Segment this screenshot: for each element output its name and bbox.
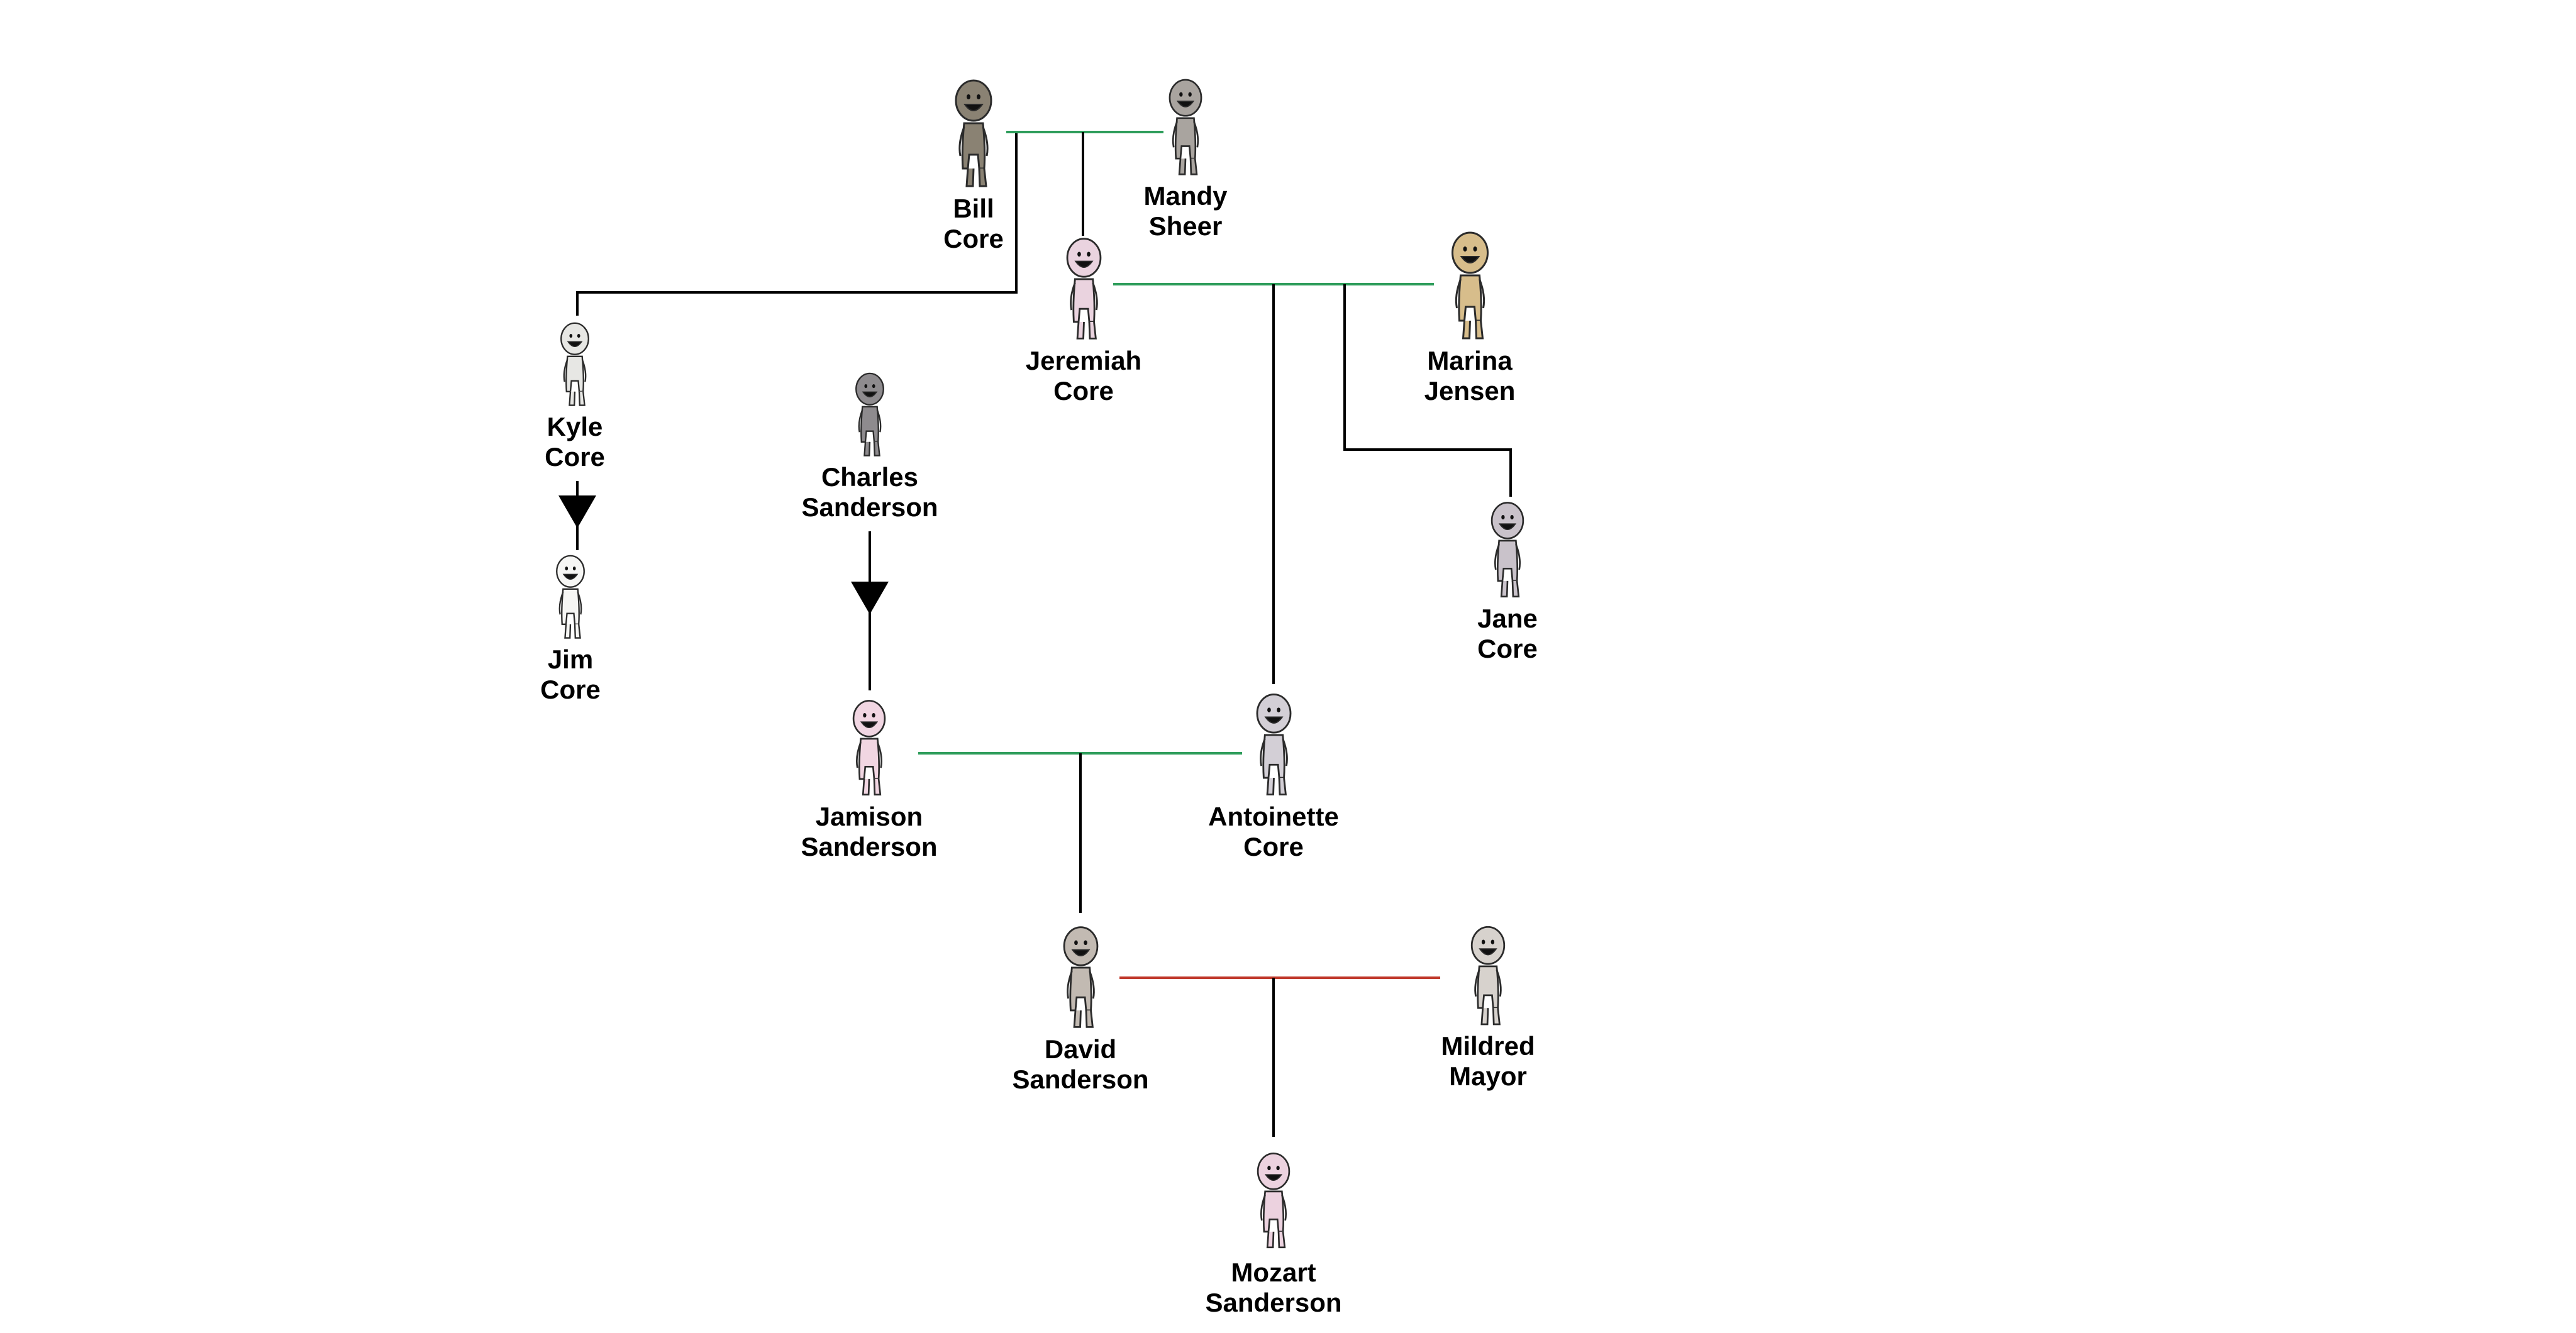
person-figure-icon (1066, 238, 1101, 340)
person-figure-icon (1169, 79, 1202, 175)
person-last-name: Core (545, 442, 605, 472)
person-last-name: Mayor (1449, 1061, 1527, 1091)
person-last-name: Sanderson (801, 832, 938, 861)
person-first-name: Mozart (1231, 1258, 1316, 1287)
person-name: Jeremiah Core (989, 346, 1178, 406)
person-figure-icon (852, 700, 886, 796)
person-name: David Sanderson (986, 1034, 1175, 1095)
person-figure-icon (1063, 926, 1098, 1028)
person-first-name: Marina (1427, 346, 1513, 375)
person-figure-icon (1470, 926, 1506, 1026)
person-mandy-sheer: Mandy Sheer (1091, 74, 1280, 241)
person-mildred-mayor: Mildred Mayor (1394, 921, 1582, 1092)
person-figure-icon (855, 372, 884, 456)
arrow-down-icon-kyle-jim (558, 495, 596, 528)
person-marina-jensen: Marina Jensen (1375, 226, 1564, 406)
person-first-name: Kyle (547, 412, 603, 441)
person-first-name: David (1044, 1034, 1117, 1064)
person-last-name: Jensen (1424, 376, 1516, 406)
person-name: Marina Jensen (1375, 346, 1564, 406)
person-figure-icon (560, 322, 589, 406)
person-first-name: Mandy (1143, 181, 1228, 211)
person-last-name: Core (540, 675, 601, 704)
person-first-name: Jim (547, 644, 594, 674)
person-last-name: Sanderson (1205, 1288, 1342, 1317)
person-first-name: Mildred (1441, 1031, 1535, 1061)
person-bill-core: Bill Core (879, 74, 1068, 254)
person-last-name: Core (1477, 634, 1538, 663)
person-first-name: Jamison (815, 802, 923, 831)
person-name: Mandy Sheer (1091, 181, 1280, 241)
person-name: Jamison Sanderson (775, 802, 963, 862)
lineage-line-jeremiah-marina-to-jane (1343, 284, 1512, 497)
person-jim-core: Jim Core (476, 550, 665, 705)
person-first-name: Jeremiah (1025, 346, 1142, 375)
person-last-name: Core (943, 224, 1004, 253)
person-david-sanderson: David Sanderson (986, 921, 1175, 1095)
person-jamison-sanderson: Jamison Sanderson (775, 695, 963, 862)
person-name: Antoinette Core (1179, 802, 1368, 862)
person-figure-icon (556, 555, 585, 639)
person-name: Jane Core (1413, 604, 1602, 664)
person-charles-sanderson: Charles Sanderson (775, 368, 964, 523)
person-first-name: Charles (821, 462, 919, 492)
person-last-name: Sheer (1148, 211, 1223, 241)
person-first-name: Bill (953, 194, 994, 223)
person-name: Kyle Core (480, 412, 669, 472)
person-name: Bill Core (879, 194, 1068, 254)
person-first-name: Jane (1477, 604, 1538, 633)
person-name: Charles Sanderson (775, 462, 964, 523)
person-name: Mozart Sanderson (1179, 1258, 1368, 1318)
person-jeremiah-core: Jeremiah Core (989, 233, 1178, 406)
person-figure-icon (1257, 1153, 1291, 1249)
person-last-name: Sanderson (801, 492, 938, 522)
person-figure-icon (955, 79, 992, 187)
person-antoinette-core: Antoinette Core (1179, 689, 1368, 862)
person-last-name: Core (1243, 832, 1304, 861)
person-figure-icon (1451, 231, 1489, 340)
person-last-name: Core (1053, 376, 1114, 406)
arrow-down-icon-charles-jamison (851, 582, 889, 614)
person-first-name: Antoinette (1208, 802, 1339, 831)
person-jane-core: Jane Core (1413, 497, 1602, 664)
person-figure-icon (1491, 502, 1524, 598)
person-name: Jim Core (476, 644, 665, 705)
person-mozart-sanderson: Mozart Sanderson (1179, 1144, 1368, 1318)
lineage-line-bill-to-kyle (576, 133, 1018, 316)
person-figure-icon (1256, 694, 1291, 796)
person-name: Mildred Mayor (1394, 1031, 1582, 1092)
person-last-name: Sanderson (1012, 1065, 1149, 1094)
person-kyle-core: Kyle Core (480, 318, 669, 472)
